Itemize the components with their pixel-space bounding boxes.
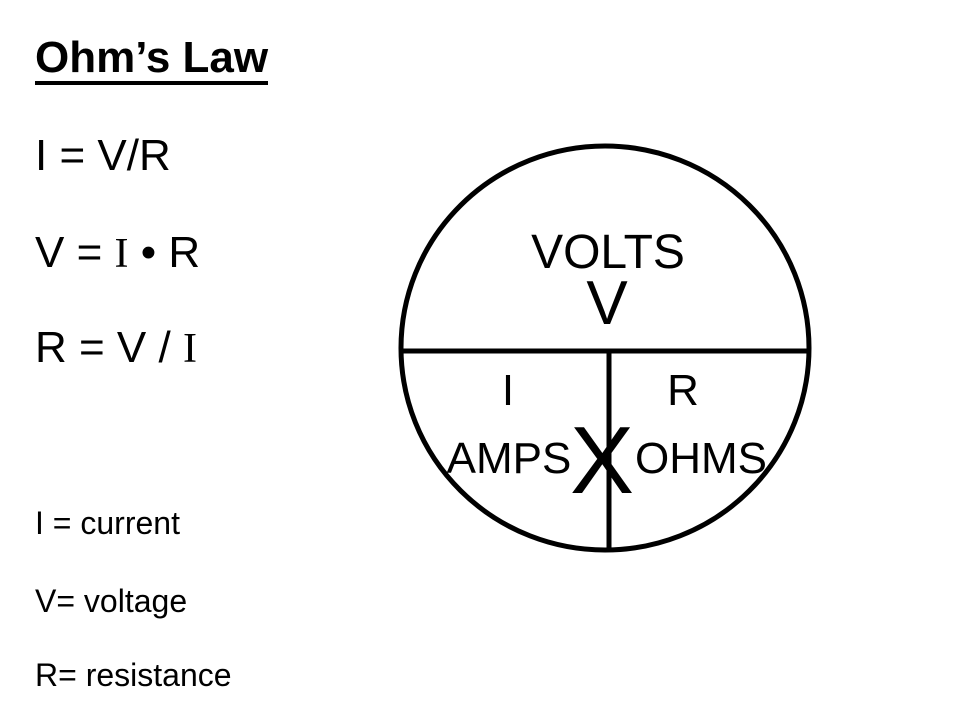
- ohms-law-circle-diagram: VOLTS V I AMPS R OHMS X: [398, 143, 812, 553]
- formula-resistance-current-symbol: I: [182, 326, 197, 372]
- diagram-multiply-symbol: X: [570, 407, 634, 514]
- diagram-volts-label: VOLTS: [531, 226, 685, 279]
- formula-current: I = V/R: [35, 130, 171, 182]
- diagram-amps-symbol: I: [502, 366, 514, 415]
- formula-current-text: I = V/R: [35, 131, 171, 180]
- diagram-ohms-label: OHMS: [635, 434, 767, 483]
- page-title: Ohm’s Law: [35, 28, 269, 88]
- formula-resistance-lhs: R = V /: [35, 323, 183, 372]
- diagram-volts-symbol: V: [586, 269, 628, 338]
- diagram-circle: [398, 143, 812, 553]
- formula-resistance: R = V / I: [35, 322, 197, 375]
- title-text: Ohm’s Law: [35, 35, 269, 85]
- formula-voltage: V = I • R: [35, 227, 200, 280]
- definition-voltage: V= voltage: [35, 583, 188, 619]
- formula-voltage-current-symbol: I: [114, 231, 129, 277]
- formula-voltage-lhs: V =: [35, 228, 115, 277]
- formula-voltage-dot: •: [128, 228, 169, 277]
- definition-resistance: R= resistance: [35, 657, 232, 693]
- definition-current: I = current: [35, 505, 180, 541]
- diagram-ohms-symbol: R: [667, 366, 699, 415]
- diagram-amps-label: AMPS: [447, 434, 572, 483]
- formula-voltage-resistance-symbol: R: [168, 228, 201, 277]
